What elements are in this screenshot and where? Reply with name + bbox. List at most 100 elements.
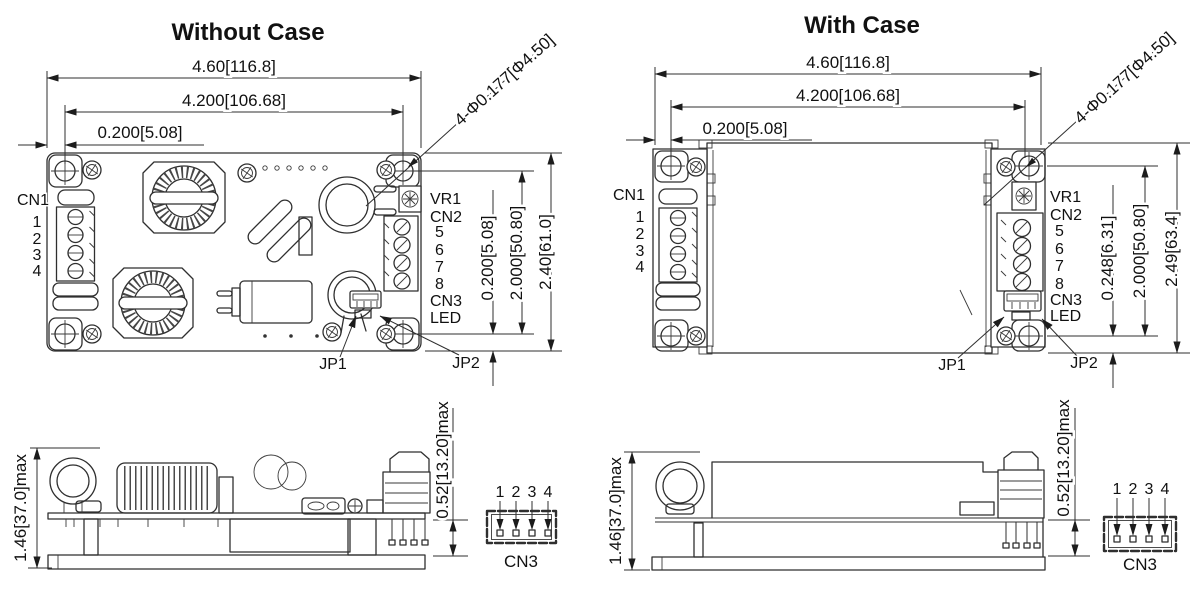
connector-housing [485, 509, 558, 545]
electrolytic-capacitor [216, 280, 313, 324]
connector-pins [1113, 498, 1169, 543]
cn3-label: CN3 [1050, 292, 1082, 309]
film-capacitors [247, 199, 312, 263]
cn2-terminal-block [996, 212, 1044, 292]
cn2-pin-label: 6 [1055, 241, 1064, 258]
led-label: LED [430, 310, 461, 327]
dim-hole-span-width: 4.200[106.68] [796, 86, 900, 105]
dim-pin-length: 0.52[13.20]max [433, 401, 452, 519]
capacitor-side [218, 476, 234, 514]
cn3-connector [349, 290, 382, 309]
cn1-pin-label: 4 [33, 263, 42, 280]
relay-side [301, 497, 346, 515]
cn2-terminal-block [383, 215, 419, 292]
cn2-label: CN2 [430, 209, 462, 226]
vr1-trimmer [398, 185, 422, 213]
pin-number: 2 [512, 484, 521, 501]
round-capacitor [318, 176, 397, 234]
connector-housing [1102, 515, 1178, 553]
dim-hole-span-height: 2.000[50.80] [507, 206, 526, 301]
base-plate [47, 554, 426, 570]
case-body [706, 142, 993, 354]
jp1-label: JP1 [938, 357, 966, 374]
dim-hole-offset: 0.200[5.08] [97, 123, 182, 142]
led-label: LED [1050, 308, 1081, 325]
output-connector-side [382, 451, 431, 546]
dim-max-height: 1.46[37.0]max [11, 454, 30, 562]
dim-pin-length: 0.52[13.20]max [1054, 399, 1073, 517]
cn3-label: CN3 [430, 293, 462, 310]
cn2-pin-label: 6 [435, 242, 444, 259]
cn2-pin-label: 8 [1055, 276, 1064, 293]
dim-hole-span-width: 4.200[106.68] [182, 91, 286, 110]
cn3-connector [1003, 290, 1042, 312]
dim-overall-height: 2.49[63.4] [1162, 211, 1181, 287]
jp1-label: JP1 [319, 356, 347, 373]
side-view-with-case: 1.46[37.0]max 0.52[13.20]max [604, 396, 1090, 571]
dim-overall-width: 4.60[116.8] [192, 57, 276, 76]
hole-diameter-callout: 4-Φ0.177[Φ4.50] [451, 30, 558, 129]
cn3-pinout-detail: 1 2 3 4 CN3 [1102, 480, 1178, 576]
standoffs [83, 518, 377, 556]
cn2-pin-label: 5 [435, 224, 444, 241]
vr1-label: VR1 [430, 191, 461, 208]
connector-inner [491, 514, 552, 540]
component-leads [65, 519, 219, 527]
top-view-with-case: With Case [611, 12, 1190, 388]
toroid-side [655, 461, 705, 515]
cn1-pin-label: 3 [636, 243, 645, 260]
dim-height-offset: 0.200[5.08] [478, 215, 497, 300]
inductor-cylinder-side [116, 462, 218, 514]
capacitor-top [277, 461, 307, 491]
dim-overall-width: 4.60[116.8] [806, 53, 890, 72]
cn3-pinout-detail: 1 2 3 4 CN3 [485, 483, 558, 573]
output-connector-side [959, 451, 1045, 549]
inductor-plate [142, 161, 226, 234]
pin-number: 3 [528, 484, 537, 501]
support [693, 522, 704, 558]
pcb-edge [47, 512, 426, 520]
dimensions: 1.46[37.0]max 0.52[13.20]max [604, 396, 1090, 571]
cn1-pin-label: 2 [636, 226, 645, 243]
cn2-pin-label: 7 [435, 259, 444, 276]
vr1-trimmer [1011, 181, 1037, 211]
jp2-label: JP2 [452, 355, 480, 372]
cn1-terminal-block [52, 189, 99, 311]
pin-number: 2 [1129, 481, 1138, 498]
dim-overall-height: 2.40[61.0] [536, 214, 555, 290]
dim-max-height: 1.46[37.0]max [606, 457, 625, 565]
vr1-label: VR1 [1050, 189, 1081, 206]
side-view-without-case: 1.46[37.0]max 0.52[13.20]max [9, 398, 468, 570]
detail-label: CN3 [1123, 555, 1157, 574]
jp2-label: JP2 [1070, 355, 1098, 372]
dim-height-offset: 0.248[6.31] [1098, 215, 1117, 300]
top-view-without-case: Without Case [15, 19, 562, 386]
dimensions: 1.46[37.0]max 0.52[13.20]max [9, 398, 468, 569]
jp1-leader [957, 316, 1005, 359]
toroid-side [49, 457, 102, 513]
cn2-pin-label: 7 [1055, 258, 1064, 275]
component [366, 499, 384, 514]
base-plate [651, 556, 1046, 571]
dim-hole-span-height: 2.000[50.80] [1130, 204, 1149, 299]
cn1-terminal-block [655, 188, 701, 311]
led [1011, 311, 1031, 321]
component [298, 216, 313, 256]
connector-inner [1108, 520, 1172, 548]
inductor-plate [112, 267, 194, 339]
cn1-label: CN1 [613, 187, 645, 204]
pin-number: 4 [544, 484, 553, 501]
pin-number: 1 [1113, 481, 1122, 498]
test-point-dots [262, 165, 328, 338]
capacitor-top [253, 454, 289, 490]
detail-label: CN3 [504, 552, 538, 571]
pin-number: 3 [1145, 481, 1154, 498]
case-profile [711, 461, 1044, 558]
pin-number: 4 [1161, 481, 1170, 498]
led [354, 309, 372, 319]
jp2-leader [379, 315, 460, 356]
flange-line [655, 517, 1043, 523]
jp2-leader [1041, 318, 1078, 357]
